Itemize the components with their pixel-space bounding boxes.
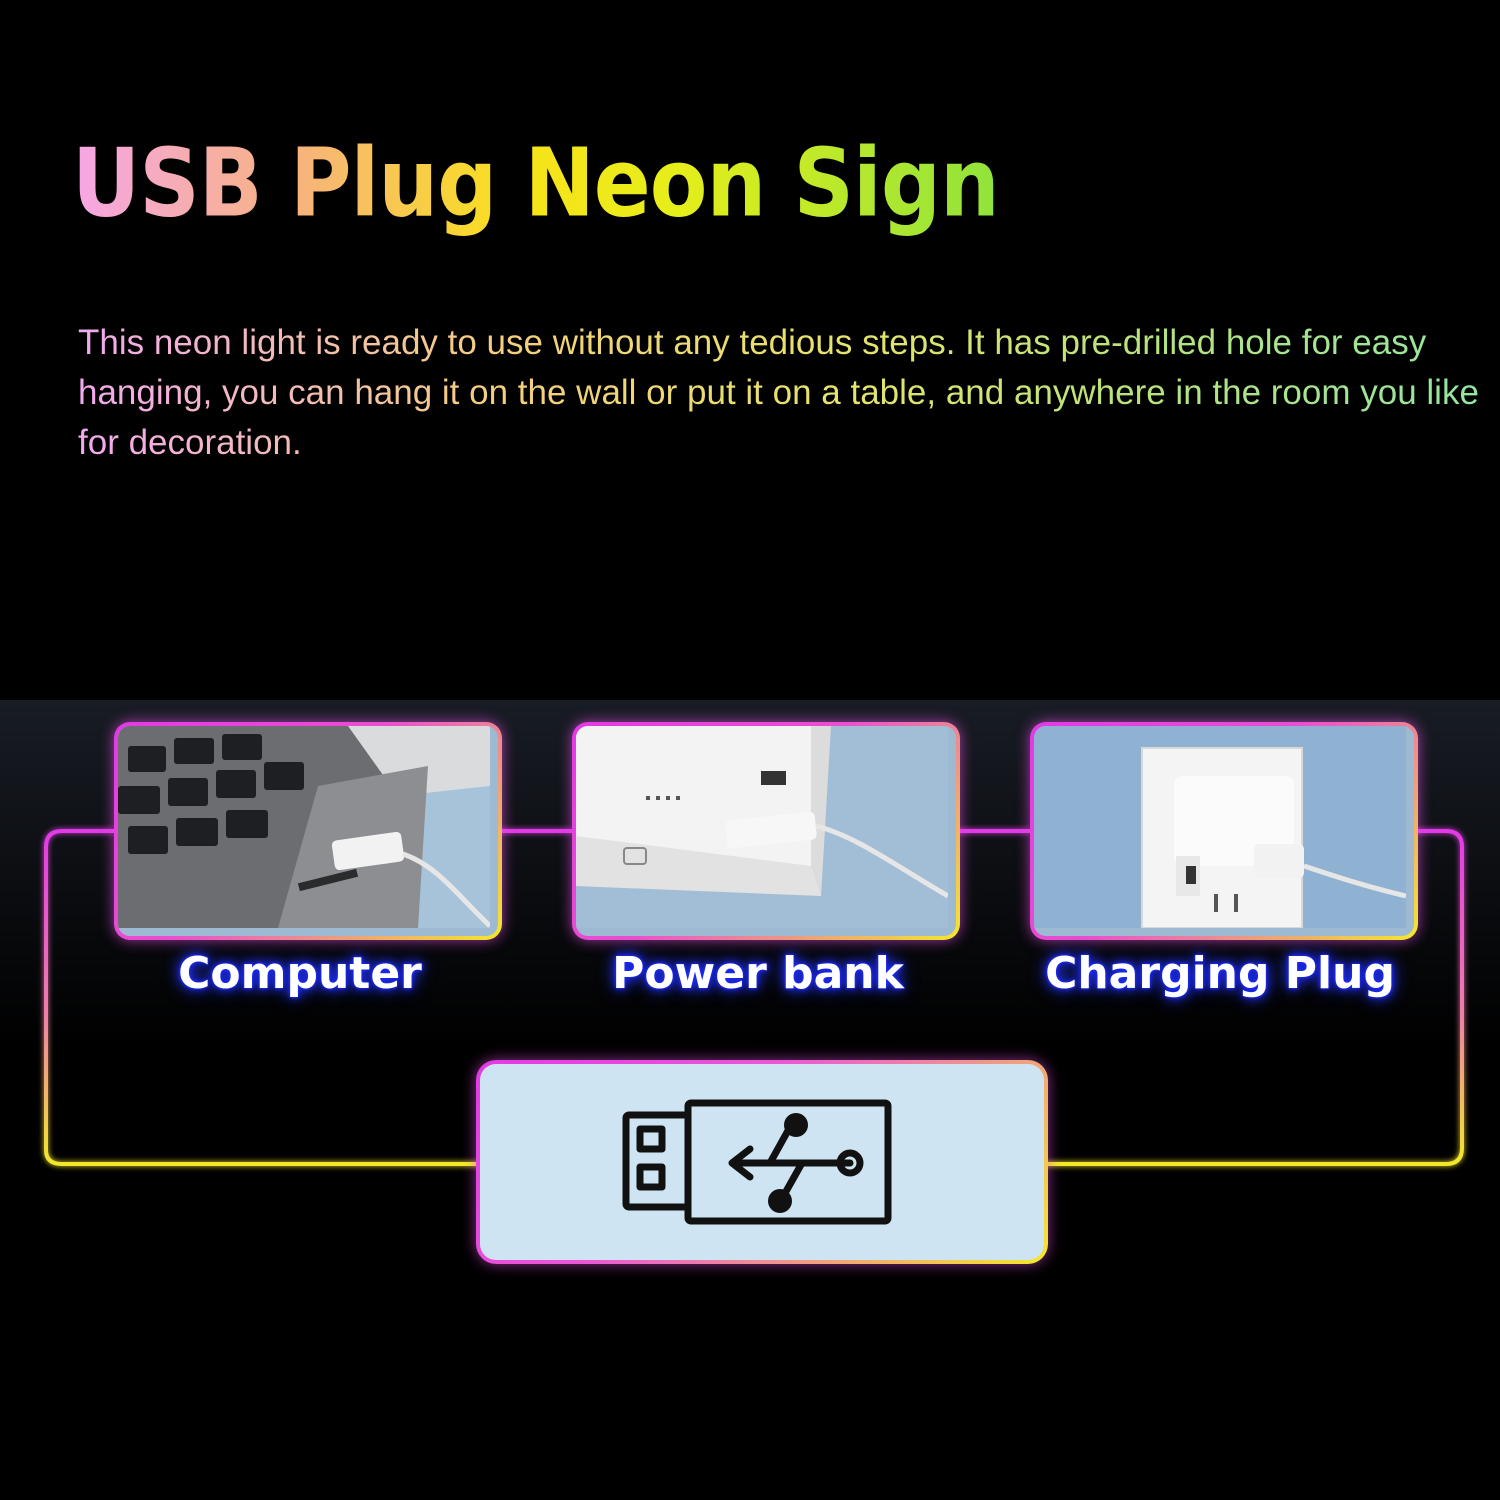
source-card-power-bank [572, 722, 960, 940]
source-label-charging-plug: Charging Plug [1045, 948, 1395, 999]
usb-stick-icon [622, 1099, 892, 1225]
connection-diagram: Computer [0, 700, 1500, 1280]
usb-connector-panel [476, 1060, 1048, 1264]
power-bank-usb-port-image [576, 726, 956, 936]
neon-wire [44, 829, 1464, 1166]
product-description: This neon light is ready to use without … [78, 318, 1488, 468]
wall-charger-outlet-image [1034, 726, 1414, 936]
source-label-power-bank: Power bank [612, 948, 904, 999]
page-title: USB Plug Neon Sign [72, 128, 1000, 238]
source-card-computer [114, 722, 502, 940]
laptop-usb-port-image [118, 726, 498, 936]
source-card-charging-plug [1030, 722, 1418, 940]
source-label-computer: Computer [178, 948, 422, 999]
